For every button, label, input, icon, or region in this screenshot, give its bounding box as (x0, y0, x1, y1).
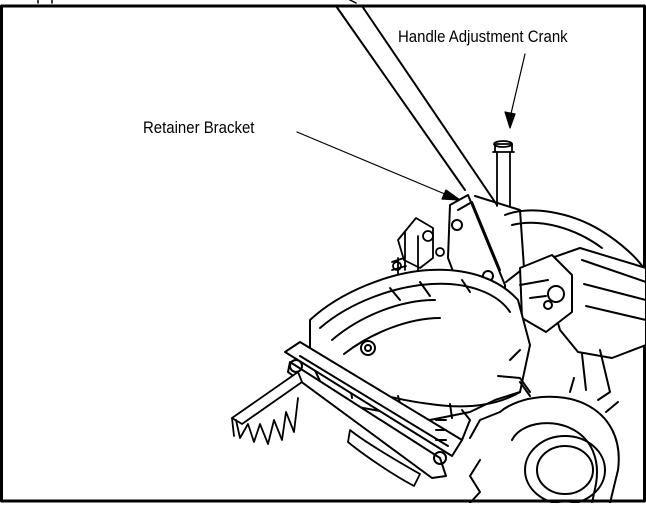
bracket-leader (296, 131, 453, 198)
figure-frame (0, 4, 646, 503)
lower-shoe (347, 429, 421, 487)
bracket-arrowhead (441, 189, 461, 201)
tine-comb (231, 371, 303, 445)
leader-lines (296, 53, 526, 201)
crank-leader (509, 53, 526, 119)
engine-housing (504, 209, 646, 401)
crank-arrowhead (504, 111, 516, 129)
cropped-heading-fragment (37, 0, 357, 4)
callout-retainer-bracket: Retainer Bracket (143, 118, 255, 137)
tine-wheels (469, 349, 620, 505)
crank-rod (492, 140, 515, 207)
drag-bar-rails (284, 341, 471, 479)
handle-tube (335, 5, 498, 206)
callout-handle-adjustment-crank: Handle Adjustment Crank (398, 27, 568, 46)
